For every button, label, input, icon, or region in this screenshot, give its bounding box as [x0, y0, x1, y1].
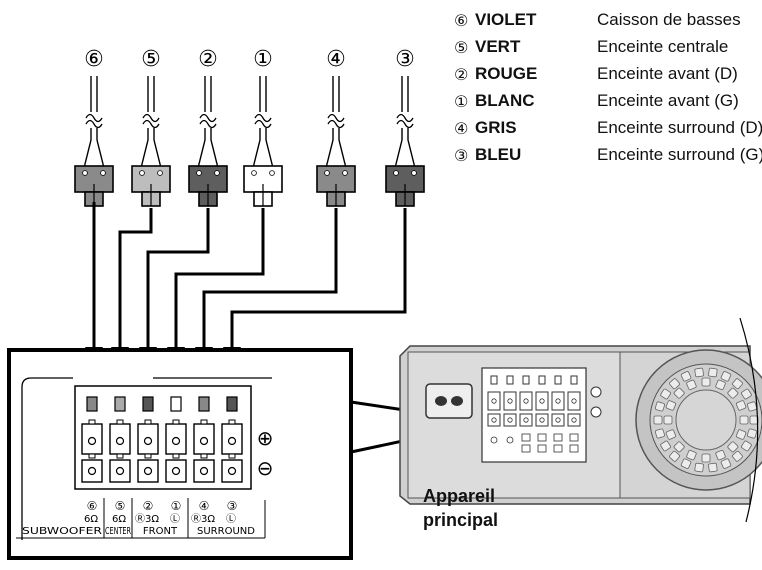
terminal-impedance: Ⓡ3Ω [191, 513, 215, 525]
speaker-cables: ⑥ ⑤ ② ① ④ ③ [74, 47, 425, 207]
arrow-front-right [139, 208, 210, 365]
terminal-impedance: 6Ω [112, 514, 126, 525]
unit-terminal-block [481, 367, 602, 463]
legend-description: Caisson de basses [597, 10, 741, 29]
legend-row-subwoofer: ⑥ VIOLET Caisson de basses [454, 8, 762, 35]
cable-number: ⑥ [84, 47, 104, 72]
color-legend: ⑥ VIOLET Caisson de basses ⑤ VERT Encein… [454, 8, 762, 170]
ac-inlet [425, 383, 473, 419]
cooling-fan [635, 349, 762, 491]
main-unit-caption: Appareil principal [423, 484, 498, 532]
cable-plug: ⑤ [131, 47, 171, 207]
legend-description: Enceinte surround (D) [597, 118, 762, 137]
terminal-port [81, 396, 103, 483]
cable-plug: ② [188, 47, 228, 207]
legend-description: Enceinte avant (D) [597, 64, 738, 83]
legend-description: Enceinte centrale [597, 37, 729, 56]
legend-number: ⑤ [454, 38, 469, 57]
arrow-center [111, 208, 153, 365]
terminal-number: ⑤ [115, 499, 126, 513]
terminal-port [109, 396, 131, 483]
arrow-surround-left [223, 208, 407, 365]
terminal-port [193, 396, 215, 483]
terminal-impedance: Ⓛ [170, 513, 180, 525]
terminal-impedance: Ⓛ [226, 513, 236, 525]
cable-plug: ③ [385, 47, 425, 207]
legend-color-name: ROUGE [475, 64, 538, 83]
routing-arrows [85, 202, 407, 365]
terminal-port [221, 396, 243, 483]
cable-plug: ④ [316, 47, 356, 207]
cable-number: ④ [326, 47, 346, 72]
cable-number: ③ [395, 47, 415, 72]
terminal-number: ⑥ [87, 499, 98, 513]
group-label-surround: SURROUND [197, 526, 255, 537]
legend-color-name: BLANC [475, 91, 535, 110]
legend-color-name: BLEU [475, 145, 522, 164]
legend-color-name: VERT [475, 37, 521, 56]
legend-number: ③ [454, 146, 469, 165]
legend-row-front-right: ② ROUGE Enceinte avant (D) [454, 62, 762, 89]
arrow-front-left [167, 208, 265, 365]
cable-number: ① [253, 47, 273, 72]
group-label-center: CENTER [105, 526, 131, 537]
arrow-surround-right [195, 208, 338, 365]
terminal-number: ① [171, 499, 182, 513]
cable-number: ② [198, 47, 218, 72]
legend-number: ② [454, 65, 469, 84]
caption-line-1: Appareil [423, 486, 496, 506]
terminal-ports [81, 396, 243, 483]
caption-line-2: principal [423, 510, 499, 530]
cable-number: ⑤ [141, 47, 161, 72]
group-label-subwoofer: SUBWOOFER [22, 526, 102, 537]
main-unit [399, 317, 762, 523]
plus-sign: ⊕ [257, 426, 274, 450]
legend-number: ④ [454, 119, 469, 138]
legend-row-surround-right: ④ GRIS Enceinte surround (D) [454, 116, 762, 143]
legend-number: ① [454, 92, 469, 111]
cable-plug: ⑥ [74, 47, 114, 207]
legend-row-center: ⑤ VERT Enceinte centrale [454, 35, 762, 62]
terminal-number: ② [143, 499, 154, 513]
terminal-port [165, 396, 187, 483]
terminal-impedance: 6Ω [84, 514, 98, 525]
legend-color-name: VIOLET [475, 10, 537, 29]
terminal-number: ③ [227, 499, 238, 513]
terminal-number: ④ [199, 499, 210, 513]
legend-color-name: GRIS [475, 118, 517, 137]
legend-row-surround-left: ③ BLEU Enceinte surround (G) [454, 143, 762, 170]
cable-plug: ① [243, 47, 283, 207]
legend-number: ⑥ [454, 11, 469, 30]
legend-row-front-left: ① BLANC Enceinte avant (G) [454, 89, 762, 116]
minus-sign: ⊖ [257, 456, 274, 480]
legend-description: Enceinte avant (G) [597, 91, 739, 110]
terminal-impedance: Ⓡ3Ω [135, 513, 159, 525]
legend-description: Enceinte surround (G) [597, 145, 762, 164]
group-label-front: FRONT [143, 526, 178, 537]
terminal-port [137, 396, 159, 483]
